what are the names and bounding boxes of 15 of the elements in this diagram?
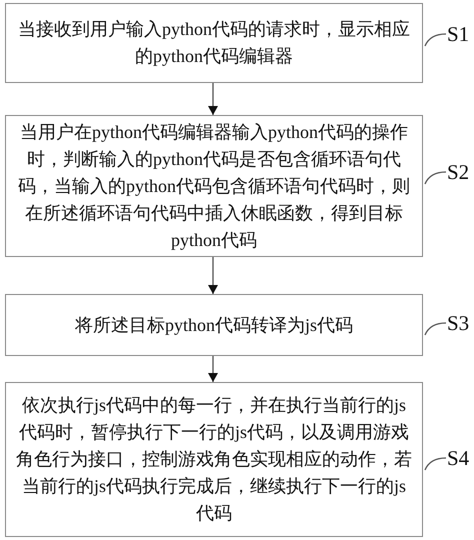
leader-line [424,457,446,470]
process-box: 依次执行js代码中的每一行，并在执行当前行的js代码时，暂停执行下一行的js代码，以及调用游戏角色行为接口，控制游戏角色实现相应的动作，若当前行的js代码执行完成后，继续执行下一行的js代码 [5,382,423,537]
step-label: S1 [447,22,470,46]
leader-line [424,171,446,184]
leader-line [424,33,446,46]
arrow [208,257,218,294]
arrow [208,83,218,115]
process-box: 当接收到用户输入python代码的请求时，显示相应的python代码编辑器 [5,3,423,83]
step-label: S3 [447,311,470,335]
step-label: S4 [447,446,470,470]
step-label: S2 [447,160,470,184]
arrow [208,356,218,382]
process-box: 将所述目标python代码转译为js代码 [5,294,423,356]
process-box: 当用户在python代码编辑器输入python代码的操作时，判断输入的python代码是否包含循环语句代码，当输入的python代码包含循环语句代码时，则在所述循环语句代码中插入休眠函数，得到目标python代码 [5,115,423,257]
leader-line [424,322,446,336]
